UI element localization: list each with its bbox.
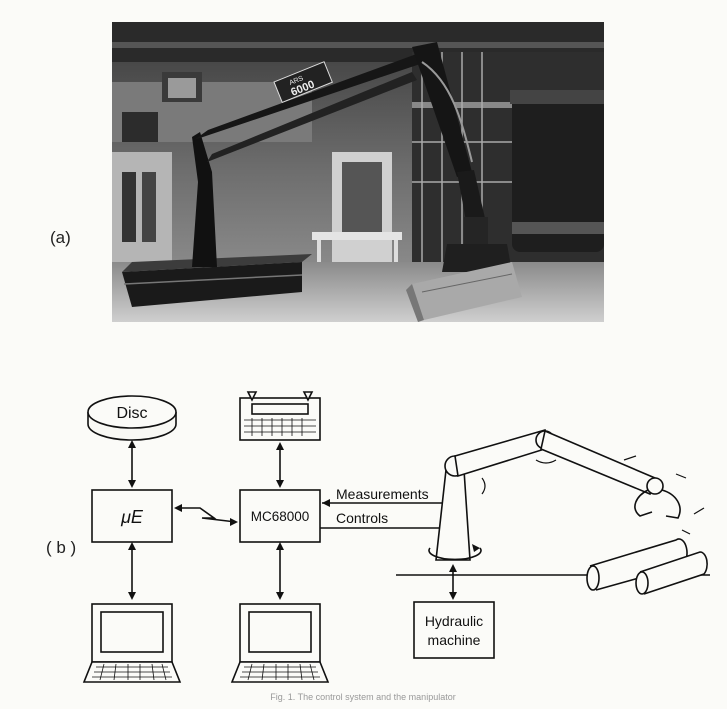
keypad-cpu-arrow (276, 442, 284, 488)
terminal-right (230, 603, 330, 683)
measurements-label: Measurements (336, 486, 429, 502)
disc-label: Disc (116, 405, 147, 422)
cpu-label: MC68000 (251, 509, 310, 524)
micro-computer-box (91, 489, 173, 543)
panel-label-a: (a) (50, 228, 71, 247)
micro-terminal-arrow (128, 542, 136, 600)
figure-caption: Fig. 1. The control system and the manip… (270, 692, 455, 702)
panel-label-b: ( b ) (46, 538, 77, 557)
hydraulic-label-line2: machine (428, 632, 481, 648)
hydraulic-label-line1: Hydraulic (425, 613, 483, 629)
micro-computer-label: μE (120, 507, 144, 527)
hydraulic-machine-box (413, 601, 495, 659)
manipulator-drawing (428, 428, 705, 600)
serial-link-arrow (174, 504, 238, 526)
disc-micro-arrow (128, 440, 136, 488)
logs-drawing (586, 538, 708, 595)
manipulator-photo: ARS 6000 (112, 22, 604, 322)
measurements-arrow (322, 499, 448, 507)
controls-label: Controls (336, 510, 388, 526)
keypad-terminal (239, 391, 321, 441)
cpu-terminal-arrow (276, 542, 284, 600)
disc-node (87, 395, 177, 441)
terminal-left (82, 603, 182, 683)
cpu-box (239, 489, 321, 543)
